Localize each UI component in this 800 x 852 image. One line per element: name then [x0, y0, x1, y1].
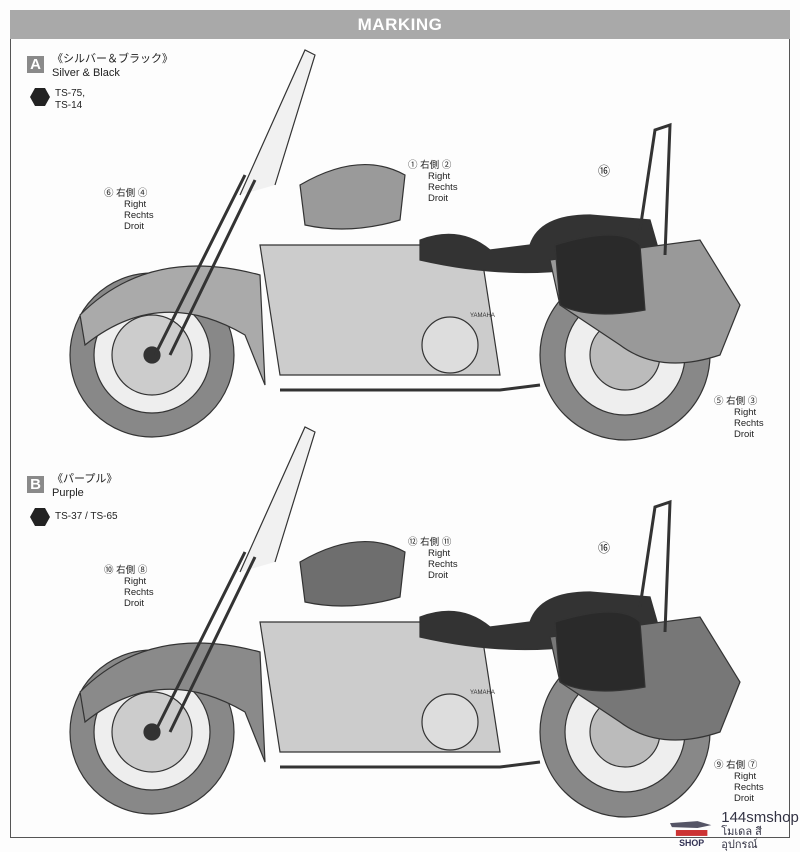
decal-number: ⑨	[714, 760, 724, 771]
side-label: 右側	[116, 565, 136, 576]
callout-text: Right	[124, 199, 147, 210]
callout-text: Rechts	[734, 782, 764, 793]
side-label: 右側	[420, 160, 440, 171]
callout-text: Right	[428, 171, 451, 182]
decal-callout: ⑯	[598, 541, 611, 555]
motorcycle-illustration-b: YAMAHA	[69, 426, 741, 818]
side-label: 右側	[726, 396, 746, 407]
callout-text: Rechts	[124, 587, 154, 598]
engine-brand-label: YAMAHA	[470, 313, 495, 319]
variant-name-jp: 《パープル》	[52, 473, 118, 485]
watermark-subtitle: โมเดล สี อุปกรณ์	[721, 826, 762, 851]
variant-name-en: Silver & Black	[52, 67, 120, 79]
callout-text: Right	[428, 548, 451, 559]
side-label: 右側	[726, 760, 746, 771]
callout-text: Droit	[734, 429, 755, 440]
callout-text: Droit	[734, 793, 755, 804]
variant-a-label: A 《シルバー＆ブラック》 Silver & Black	[27, 52, 173, 80]
paint-spec-b: TS-37 / TS-65	[30, 508, 118, 526]
callout-text: Rechts	[428, 559, 458, 570]
callout-text: Droit	[124, 598, 145, 609]
callout-text: Rechts	[734, 418, 764, 429]
decal-number: ⑥	[104, 188, 114, 199]
engine-brand-label: YAMAHA	[470, 690, 495, 696]
callout-text: Droit	[428, 193, 449, 204]
decal-number: ②	[441, 160, 452, 171]
decal-number: ⑦	[747, 760, 758, 771]
side-label: 右側	[116, 188, 136, 199]
watermark-brand: 144smshop	[721, 809, 799, 826]
side-label: 右側	[420, 537, 440, 548]
section-title: MARKING	[357, 14, 443, 34]
decal-callout: ⑯	[598, 164, 611, 178]
svg-text:SHOP: SHOP	[679, 838, 704, 848]
decal-number: ③	[747, 396, 758, 407]
decal-number: ⑤	[714, 396, 724, 407]
variant-name-en: Purple	[52, 487, 84, 499]
decal-number: ⑧	[137, 565, 148, 576]
paint-code: TS-37 / TS-65	[55, 511, 118, 522]
paint-code: TS-14	[55, 100, 83, 111]
shop-logo: SHOP	[669, 821, 712, 848]
spray-can-icon	[30, 508, 50, 526]
callout-text: Rechts	[428, 182, 458, 193]
decal-number: ⑪	[441, 537, 452, 548]
decal-number: ⑩	[104, 565, 114, 576]
variant-letter: B	[27, 476, 44, 493]
paint-code: TS-75,	[55, 88, 86, 99]
callout-text: Right	[734, 771, 757, 782]
section-header: MARKING	[10, 10, 790, 39]
decal-number: ④	[137, 188, 148, 199]
decal-number: ①	[408, 160, 418, 171]
callout-text: Rechts	[124, 210, 154, 221]
callout-text: Right	[734, 407, 757, 418]
variant-b-label: B 《パープル》 Purple	[27, 472, 117, 500]
callout-text: Droit	[124, 221, 145, 232]
callout-text: Droit	[428, 570, 449, 581]
paint-spec-a: TS-75,TS-14	[30, 88, 85, 112]
callout-text: Right	[124, 576, 147, 587]
spray-can-icon	[30, 88, 50, 106]
motorcycle-illustration-a: YAMAHA	[69, 49, 741, 441]
variant-name-jp: 《シルバー＆ブラック》	[52, 53, 173, 65]
decal-number: ⑫	[408, 537, 418, 548]
variant-letter: A	[27, 56, 44, 73]
